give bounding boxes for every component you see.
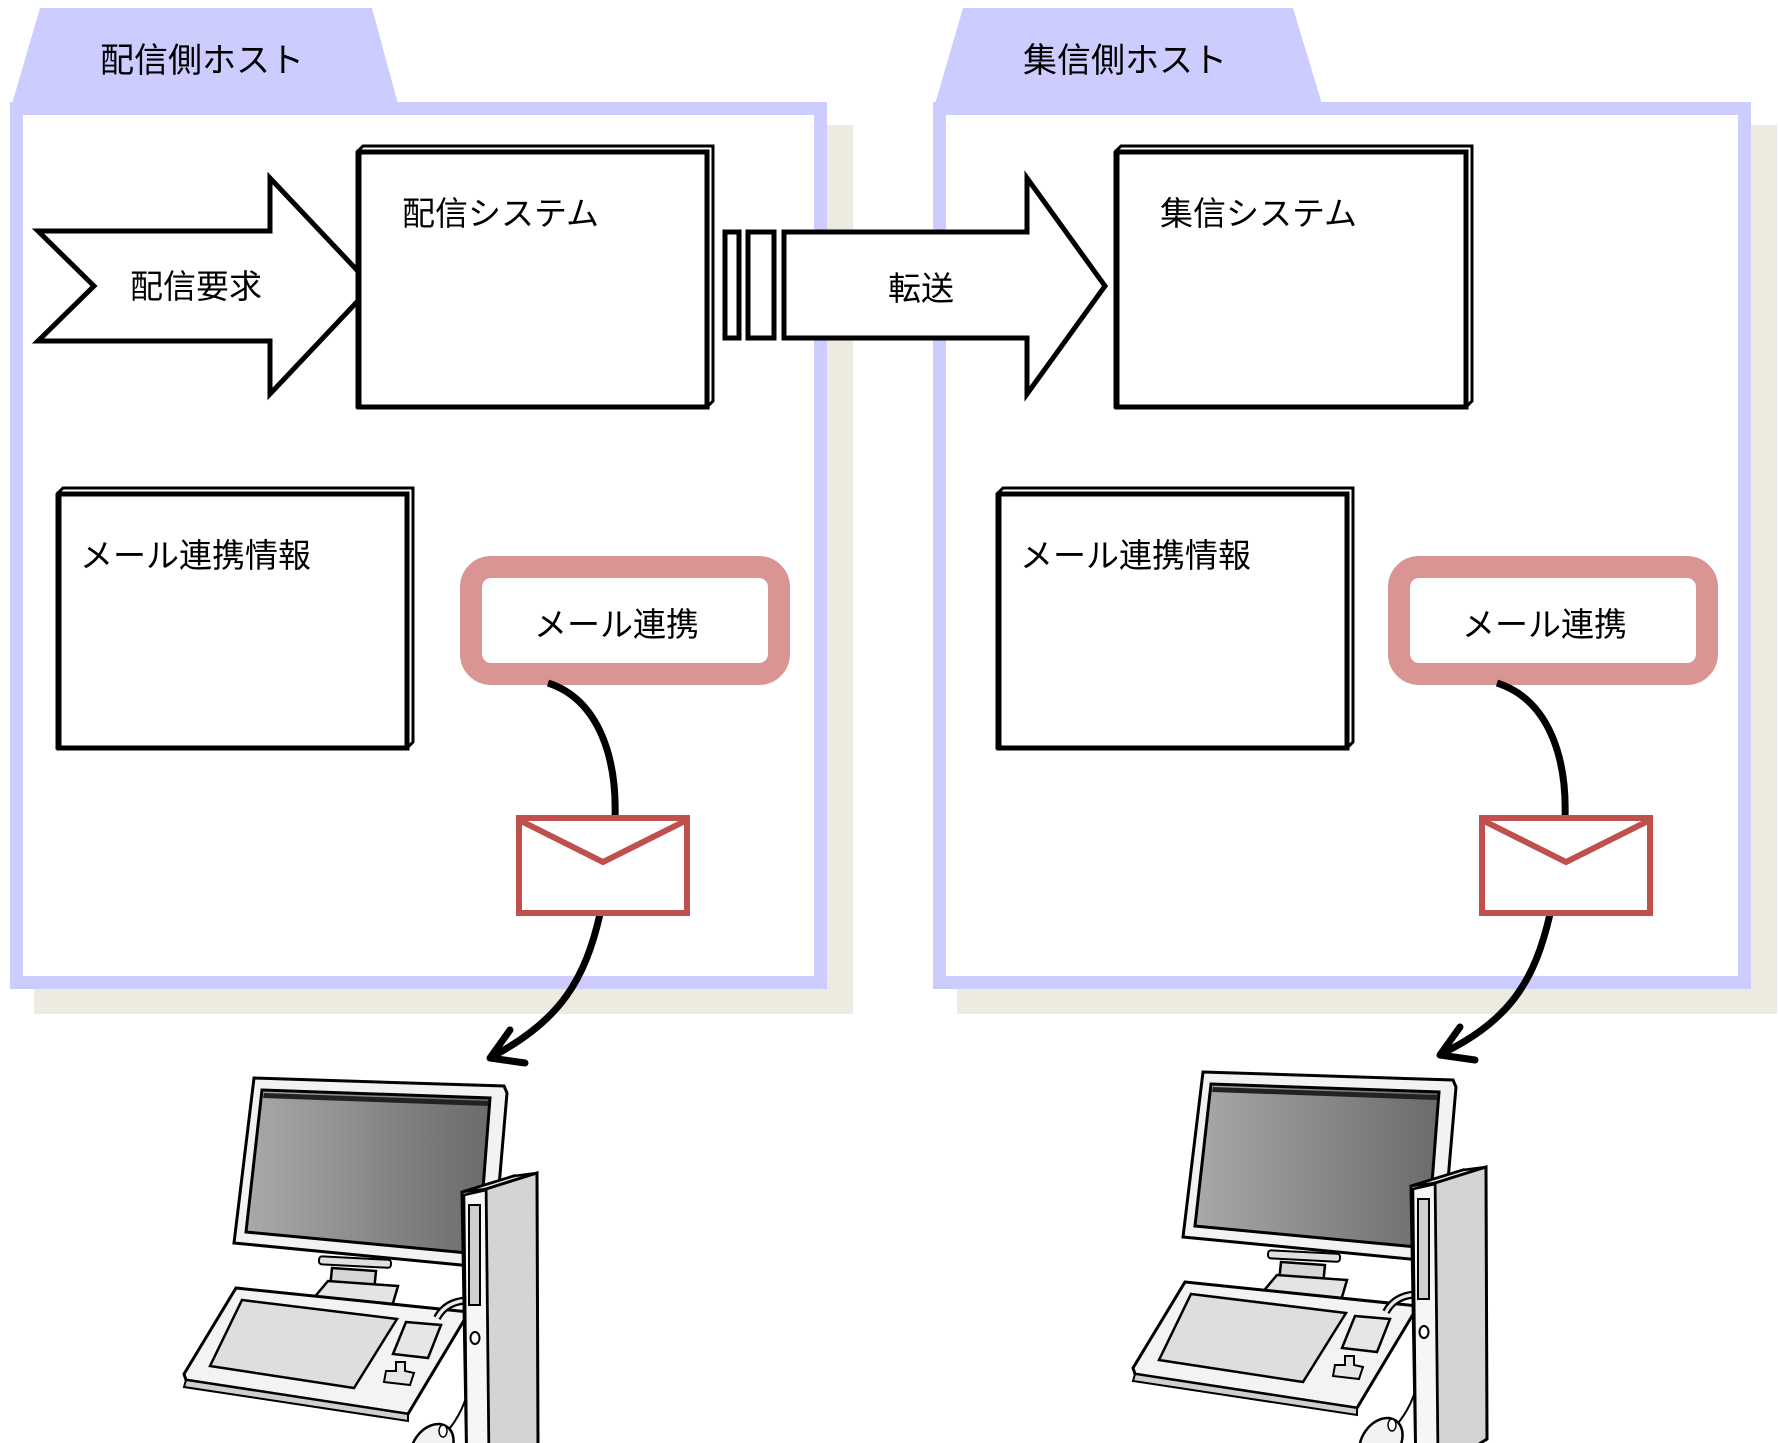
sender-arrowhead bbox=[486, 1026, 529, 1067]
receiver-system-label: 集信システム bbox=[1160, 194, 1357, 233]
sender-mail-info-box: メール連携情報 bbox=[55, 486, 415, 751]
receiver-mail-envelope-icon bbox=[1479, 815, 1653, 916]
sender-desktop-computer-icon bbox=[184, 1078, 538, 1443]
receiver-desktop-computer-icon bbox=[1133, 1072, 1487, 1443]
connector-bar-1 bbox=[722, 229, 742, 341]
delivery-request-label: 配信要求 bbox=[130, 267, 262, 306]
transfer-arrow: 転送 bbox=[781, 170, 1109, 402]
sender-host-tab bbox=[12, 8, 398, 104]
receiver-mail-link-label: メール連携 bbox=[1462, 605, 1627, 644]
sender-mail-link-box: メール連携 bbox=[460, 556, 790, 685]
receiver-mail-info-label: メール連携情報 bbox=[1020, 536, 1251, 575]
sender-mail-envelope-icon bbox=[516, 815, 690, 916]
receiver-host-tab bbox=[935, 8, 1322, 104]
transfer-label: 転送 bbox=[888, 269, 954, 308]
receiver-mail-info-box: メール連携情報 bbox=[995, 486, 1355, 751]
sender-system-box: 配信システム bbox=[355, 144, 715, 410]
sender-mail-link-label: メール連携 bbox=[534, 605, 699, 644]
receiver-system-box: 集信システム bbox=[1113, 144, 1474, 410]
sender-host-title: 配信側ホスト bbox=[100, 41, 304, 81]
receiver-host-title: 集信側ホスト bbox=[1023, 41, 1227, 81]
receiver-arrowhead bbox=[1436, 1023, 1479, 1064]
receiver-mail-to-computer-arrow bbox=[1443, 913, 1554, 1056]
delivery-request-arrow: 配信要求 bbox=[31, 171, 376, 401]
receiver-mail-connector-line bbox=[1495, 679, 1569, 819]
receiver-mail-link-box: メール連携 bbox=[1388, 556, 1718, 685]
connector-bar-2 bbox=[745, 229, 777, 341]
sender-mail-connector-line bbox=[546, 679, 619, 819]
sender-system-label: 配信システム bbox=[402, 194, 599, 233]
sender-mail-to-computer-arrow bbox=[493, 913, 604, 1059]
sender-mail-info-label: メール連携情報 bbox=[80, 536, 311, 575]
